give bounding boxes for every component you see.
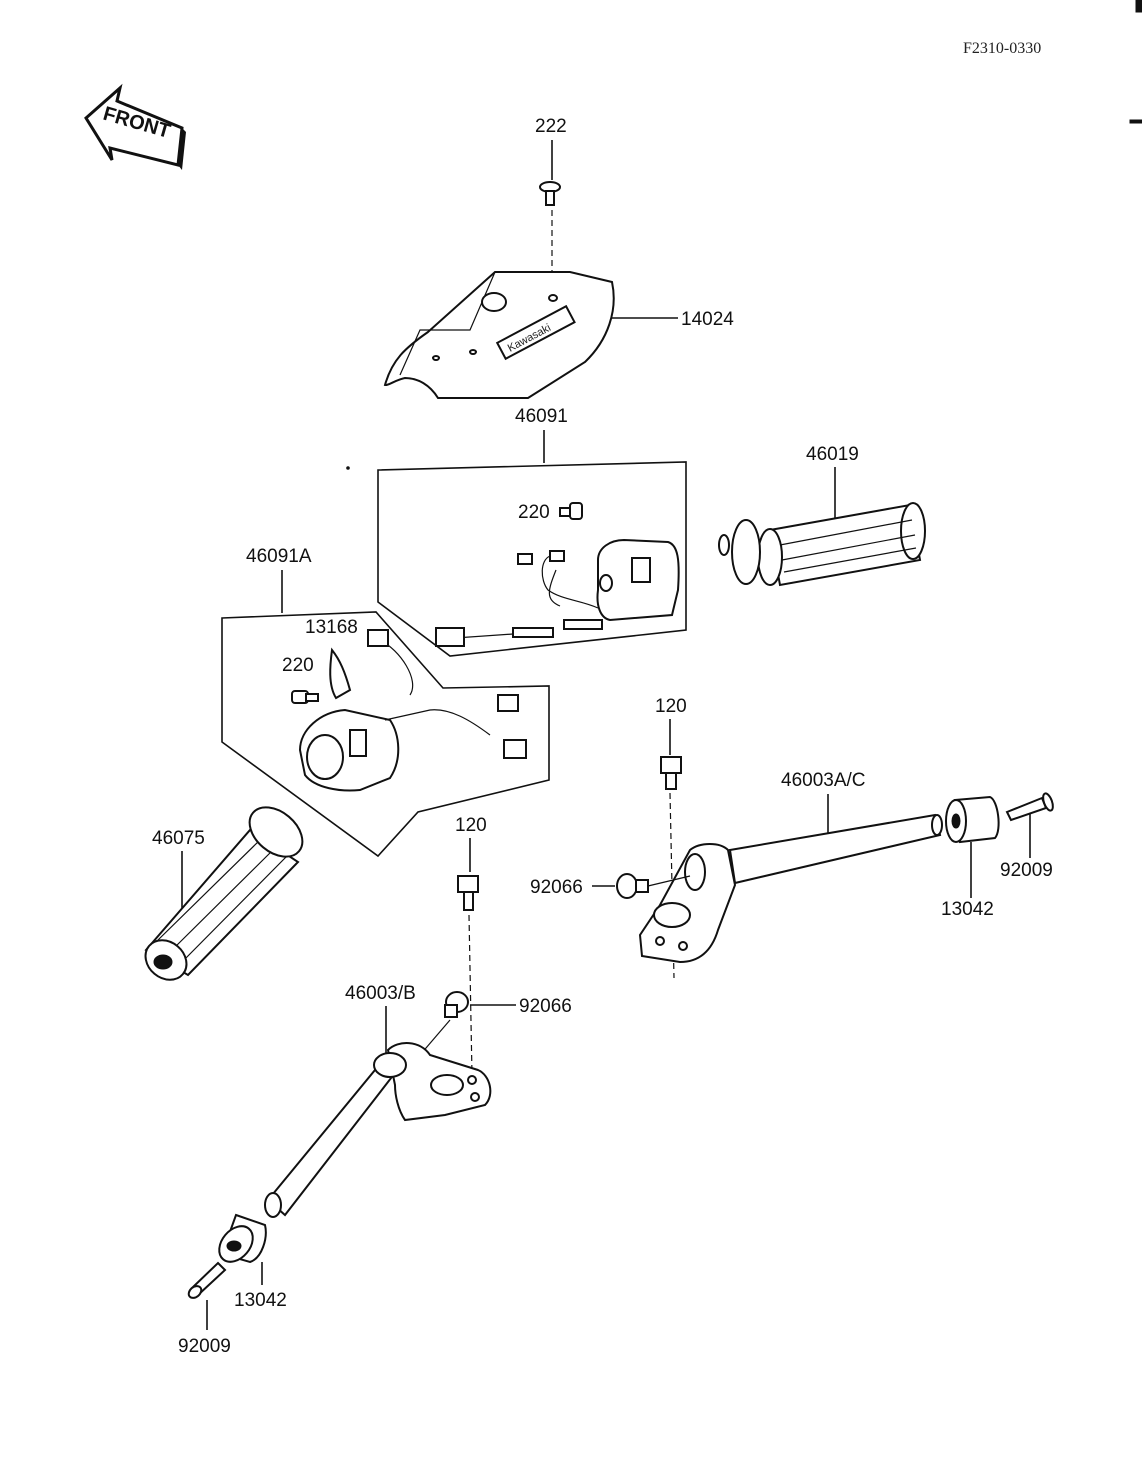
label-13168: 13168 <box>305 617 358 638</box>
cover-14024: Kawasaki 14024 <box>383 271 734 399</box>
label-46003B: 46003/B <box>345 983 416 1004</box>
label-46091: 46091 <box>515 406 568 427</box>
screw-220-a <box>559 502 583 520</box>
switch-kit-46091A: 46091A 13168 220 <box>221 546 550 858</box>
screw-92009-a <box>1005 792 1054 822</box>
screw-220-b <box>291 690 319 704</box>
label-14024: 14024 <box>681 309 734 330</box>
label-13042-b: 13042 <box>234 1290 287 1311</box>
switch-kit-46091: 46091 220 <box>377 406 687 657</box>
bolt-92066-a <box>616 873 649 899</box>
label-46003AC: 46003A/C <box>781 770 866 791</box>
label-92009-a: 92009 <box>1000 860 1053 881</box>
handlebar-46003AC: 120 46003A/C 92066 13042 92009 <box>530 696 1054 979</box>
screw-222: 222 <box>535 116 567 295</box>
label-92009-b: 92009 <box>178 1336 231 1357</box>
bolt-92066-b <box>444 991 469 1018</box>
grip-46019: 46019 <box>718 444 926 587</box>
label-13042-a: 13042 <box>941 899 994 920</box>
diagram-code: F2310-0330 <box>963 40 1041 57</box>
edge-mark-side <box>1129 119 1142 124</box>
label-120-b: 120 <box>455 815 487 836</box>
label-46019: 46019 <box>806 444 859 465</box>
front-arrow-icon: FRONT <box>84 83 186 170</box>
edge-mark-top <box>1135 0 1142 13</box>
label-92066-b: 92066 <box>519 996 572 1017</box>
grip-46075: 46075 <box>144 806 304 981</box>
label-46091A: 46091A <box>246 546 312 567</box>
label-120-a: 120 <box>655 696 687 717</box>
speck <box>346 466 350 470</box>
label-92066-a: 92066 <box>530 877 583 898</box>
handlebar-46003B: 120 46003/B 92066 13042 92009 <box>178 815 572 1357</box>
label-46075: 46075 <box>152 828 205 849</box>
label-220-b: 220 <box>282 655 314 676</box>
label-220-a: 220 <box>518 502 550 523</box>
label-222: 222 <box>535 116 567 137</box>
screw-92009-b <box>187 1261 227 1299</box>
